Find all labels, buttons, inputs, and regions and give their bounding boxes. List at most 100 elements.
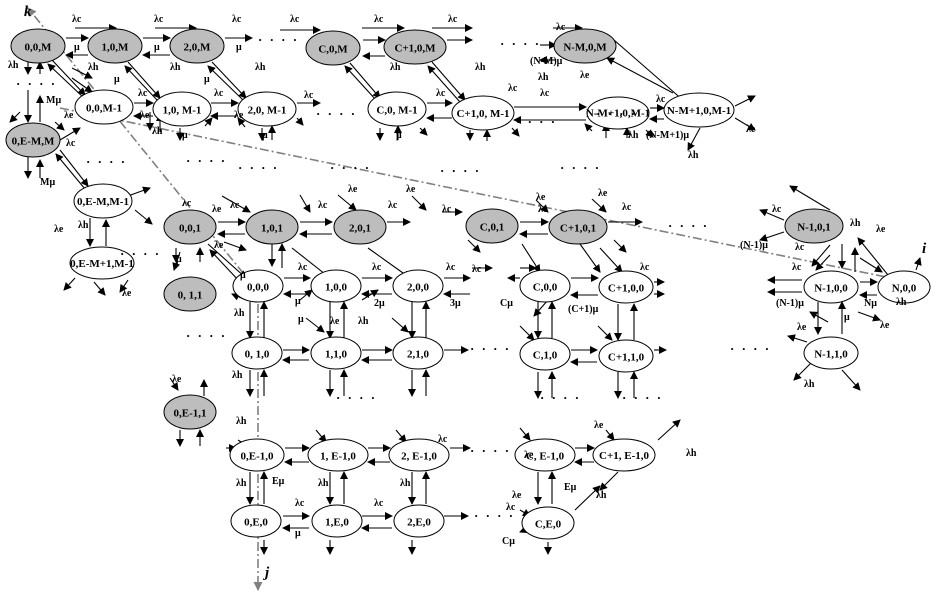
rate-label: λc bbox=[622, 202, 632, 213]
transition-arrow bbox=[734, 117, 756, 131]
rate-label: λc bbox=[640, 262, 650, 273]
continuation-dots: · · · · bbox=[470, 443, 511, 458]
rate-label: μ bbox=[154, 42, 160, 53]
state-node-label: C,0,0 bbox=[533, 281, 558, 293]
rate-label: λc bbox=[436, 88, 446, 99]
transition-arrow bbox=[533, 299, 549, 317]
transition-arrow bbox=[295, 117, 304, 126]
rate-label: μ bbox=[240, 270, 246, 281]
state-node-label: 2,0,M bbox=[184, 41, 212, 53]
state-node-ellipse bbox=[5, 122, 61, 158]
state-node: 0,E-1,0 bbox=[229, 438, 285, 472]
rate-label: λc bbox=[506, 502, 516, 513]
state-node-ellipse bbox=[237, 91, 297, 127]
state-node: N-1,0,0 bbox=[803, 270, 859, 304]
transition-arrow bbox=[119, 279, 129, 293]
rate-label: λc bbox=[138, 88, 148, 99]
state-node-label: 1, E-1,0 bbox=[320, 450, 356, 462]
transition-arrow bbox=[305, 317, 325, 333]
transition-arrow bbox=[519, 427, 531, 441]
state-node: C,1,0 bbox=[519, 337, 571, 371]
transition-arrow bbox=[391, 317, 409, 333]
transition-arrow bbox=[579, 243, 601, 273]
transition-arrow bbox=[411, 195, 427, 211]
rate-label: λc bbox=[298, 262, 308, 273]
state-node-label: C+1,1,0 bbox=[608, 351, 645, 363]
state-node-label: 0,0,M bbox=[25, 41, 53, 53]
rate-label: (N-M+1)μ bbox=[646, 130, 689, 141]
rate-label: (N-M)μ bbox=[530, 56, 563, 67]
state-node: 2,0, M-1 bbox=[237, 91, 297, 127]
transition-arrow bbox=[789, 185, 831, 211]
rate-label: λh bbox=[78, 220, 89, 231]
state-node: N-1,1,0 bbox=[803, 336, 859, 370]
continuation-dots: · · · · bbox=[730, 341, 771, 356]
rate-label: λh bbox=[538, 72, 549, 83]
state-node: 0,0,M-1 bbox=[74, 89, 134, 125]
state-node: 1,0,1 bbox=[245, 209, 299, 245]
state-node: C,0,0 bbox=[519, 269, 571, 303]
transition-arrow bbox=[511, 127, 520, 137]
transition-arrow bbox=[63, 277, 76, 291]
rate-label: μ bbox=[182, 130, 188, 141]
state-node-ellipse bbox=[598, 270, 654, 304]
rate-label: λe bbox=[54, 224, 64, 235]
rate-label: λh bbox=[318, 478, 329, 489]
transition-arrow bbox=[419, 127, 428, 136]
continuation-dots: · · · · bbox=[238, 160, 279, 175]
rate-label: μ bbox=[204, 74, 210, 85]
rate-label: λc bbox=[792, 262, 802, 273]
continuation-dots: · · · · bbox=[668, 218, 709, 233]
state-node-label: N-M+1,0,M-1 bbox=[667, 105, 731, 117]
axis-i-label: i bbox=[922, 241, 927, 257]
state-node-ellipse bbox=[232, 269, 284, 303]
transition-arrow bbox=[207, 65, 244, 101]
rate-label: λe bbox=[122, 288, 132, 299]
rate-label: λh bbox=[236, 416, 247, 427]
transition-arrow bbox=[299, 194, 311, 213]
rate-label: λc bbox=[318, 200, 328, 211]
transition-arrow bbox=[59, 149, 89, 187]
transition-arrow bbox=[337, 194, 357, 211]
rate-label: λh bbox=[358, 316, 369, 327]
state-node: C,0,M bbox=[305, 30, 361, 66]
continuation-dots: · · · · bbox=[622, 390, 663, 405]
state-node-ellipse bbox=[519, 269, 571, 303]
continuation-dots: · · · · bbox=[186, 328, 227, 343]
transition-arrow bbox=[597, 325, 613, 341]
state-node-label: 0,E-M+1,M-1 bbox=[70, 258, 134, 270]
state-node-ellipse bbox=[169, 28, 225, 64]
state-node-label: N-1,0,1 bbox=[797, 221, 831, 233]
rate-label: Eμ bbox=[272, 476, 285, 487]
continuation-dots: · · · · bbox=[474, 508, 515, 523]
state-node: N-M+1,0,M-1 bbox=[663, 92, 735, 128]
transition-arrow bbox=[535, 199, 549, 213]
state-node-ellipse bbox=[87, 28, 143, 64]
state-node: 1,1,0 bbox=[310, 336, 362, 370]
continuation-dots: · · · · bbox=[596, 106, 637, 121]
state-node: N,0,0 bbox=[877, 270, 931, 304]
rate-label: λc bbox=[374, 14, 384, 25]
transition-arrow bbox=[344, 65, 377, 101]
transition-arrow bbox=[574, 485, 601, 511]
transition-arrow bbox=[55, 153, 86, 190]
state-node-label: C,0,1 bbox=[480, 221, 504, 233]
transition-arrow bbox=[841, 369, 861, 391]
state-node-ellipse bbox=[10, 28, 66, 64]
rate-label: λc bbox=[508, 83, 518, 94]
state-node: C, E-1,0 bbox=[514, 438, 576, 472]
rate-label: μ bbox=[176, 254, 182, 265]
transition-arrow bbox=[124, 65, 158, 101]
state-node-ellipse bbox=[307, 438, 369, 472]
state-node: 0,E,0 bbox=[230, 504, 282, 538]
rate-label: λc bbox=[154, 14, 164, 25]
state-node-label: N,0,0 bbox=[892, 282, 917, 294]
state-node-ellipse bbox=[598, 339, 654, 373]
rate-label: μ bbox=[262, 130, 268, 141]
rate-label: λe bbox=[330, 316, 340, 327]
rate-label: λc bbox=[438, 434, 448, 445]
rate-label: λh bbox=[8, 60, 19, 71]
state-node-label: 1,0,0 bbox=[325, 281, 348, 293]
continuation-dots: · · · · bbox=[560, 160, 601, 175]
rate-label: Cμ bbox=[500, 298, 513, 309]
